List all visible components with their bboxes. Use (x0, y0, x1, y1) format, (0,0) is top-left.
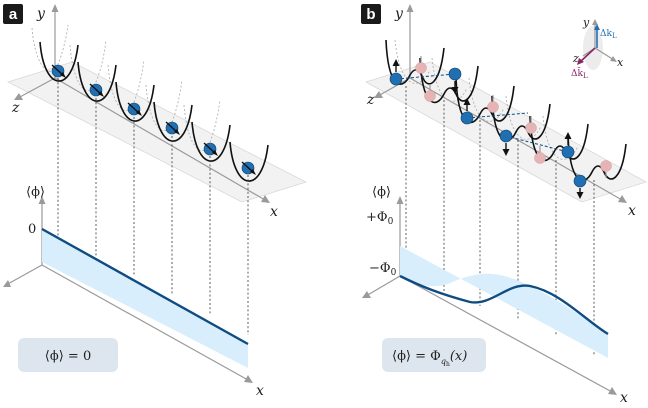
panel-b-phi-label: ⟨ϕ⟩ (372, 185, 391, 200)
panel-b-atom-4 (499, 129, 513, 156)
panel-b-x-label-bottom: x (620, 390, 628, 406)
inset-dk-arrow-icon (594, 24, 600, 30)
panel-a-well-2 (77, 61, 117, 102)
inset-y-label: y (582, 16, 590, 29)
panel-b-z-axis-lower (365, 275, 401, 297)
panel-a-projection-lines (57, 78, 249, 335)
panel-a-x-arrow-bottom-icon (244, 375, 253, 383)
panel-b-z-axis (377, 77, 411, 97)
panel-b-label-box (361, 4, 381, 24)
panel-a-x-label-bottom: x (256, 383, 264, 399)
panel-a-z-label: z (11, 100, 20, 116)
panel-a-phi-arrow-icon (38, 196, 46, 204)
panel-a-caption: ⟨ϕ⟩ = 0 (45, 349, 91, 364)
inset-y-arrow-icon (592, 19, 598, 25)
panel-b-x-arrow-bottom-icon (608, 387, 617, 395)
panel-a-x-arrow-top-icon (261, 195, 270, 203)
panel-b-x-label-top: x (628, 203, 636, 219)
inset-dk-bottom-label: Δk̄L (571, 67, 588, 80)
panel-b-atom-5 (561, 132, 575, 159)
panel-b-band (400, 246, 608, 358)
panel-a-atoms (51, 64, 256, 175)
panel-a-y-label: y (36, 6, 46, 22)
panel-b-phi-arrow-icon (396, 196, 404, 204)
panel-a-x-axis-bottom (41, 264, 249, 381)
panel-a-band-line (41, 227, 249, 346)
panel-b-z-arrow-icon (374, 91, 383, 98)
panel-a-z-axis (17, 77, 56, 99)
inset-dk-bottom-arrow-icon (577, 58, 584, 65)
inset-ellipse (583, 26, 603, 70)
panel-a-label-box (3, 4, 23, 24)
panel-a-label: a (9, 6, 18, 23)
panel-a-atom-4 (165, 121, 180, 135)
panel-a-well-1 (39, 41, 79, 82)
panel-b: b y z x (361, 4, 648, 406)
inset-x-axis (594, 47, 615, 61)
panel-a-well-3 (115, 81, 155, 122)
panel-a-x-axis-top (54, 77, 266, 201)
panel-b-label: b (366, 6, 375, 23)
panel-a-z-arrow-lower-icon (3, 280, 11, 287)
panel-a-atom-5 (203, 142, 218, 156)
panel-b-caption: ⟨ϕ⟩ = Φqh(x) (392, 349, 467, 368)
panel-b-atom-1 (389, 59, 403, 86)
panel-b-dashed-links (395, 73, 569, 153)
panel-b-atoms (389, 59, 587, 199)
panel-b-z-label: z (366, 92, 375, 108)
panel-a-z-axis-lower (5, 264, 43, 286)
panel-a-phi-tick-zero: 0 (28, 222, 36, 237)
panel-b-inset: y x z ΔkL Δk̄L (571, 16, 624, 80)
panel-a-atom-2 (89, 83, 104, 97)
inset-dk-top-label: ΔkL (600, 29, 617, 40)
panel-b-phi-tick-minus: −Φ0 (369, 261, 397, 278)
panel-a-z-arrow-icon (14, 93, 23, 100)
inset-x-arrow-icon (610, 56, 617, 62)
panel-a-plane (6, 61, 308, 203)
panel-b-atom-2 (448, 67, 462, 94)
panel-b-atom-3 (460, 98, 474, 125)
panel-a-atom-6 (241, 161, 256, 175)
panel-a-caption-box (18, 338, 118, 372)
panel-b-z-arrow-lower-icon (362, 291, 371, 298)
panel-a-atom-1 (51, 64, 66, 78)
panel-a-y-arrow-icon (51, 4, 59, 12)
panel-a-atom-3 (127, 102, 142, 116)
panel-b-phi-tick-plus: +Φ0 (366, 210, 394, 227)
panel-a-band (42, 229, 248, 368)
panel-a-phi-label: ⟨ϕ⟩ (26, 185, 45, 200)
panel-b-y-arrow-icon (406, 4, 414, 12)
panel-b-atom-6 (573, 174, 587, 199)
panel-b-projection-lines (405, 86, 595, 356)
panel-a-x-label-top: x (270, 204, 278, 220)
inset-dk-bottom-arrow (579, 47, 596, 63)
inset-x-label: x (617, 56, 624, 69)
panel-b-ghost-atoms (415, 56, 612, 178)
panel-a: a y z x (3, 4, 308, 399)
panel-b-caption-box (382, 338, 486, 372)
panel-b-y-label: y (394, 6, 404, 22)
panel-b-x-arrow-top-icon (618, 195, 627, 203)
inset-z-label: z (572, 52, 579, 65)
panel-b-x-axis-bottom (399, 275, 613, 393)
panel-b-band-line (399, 274, 609, 336)
